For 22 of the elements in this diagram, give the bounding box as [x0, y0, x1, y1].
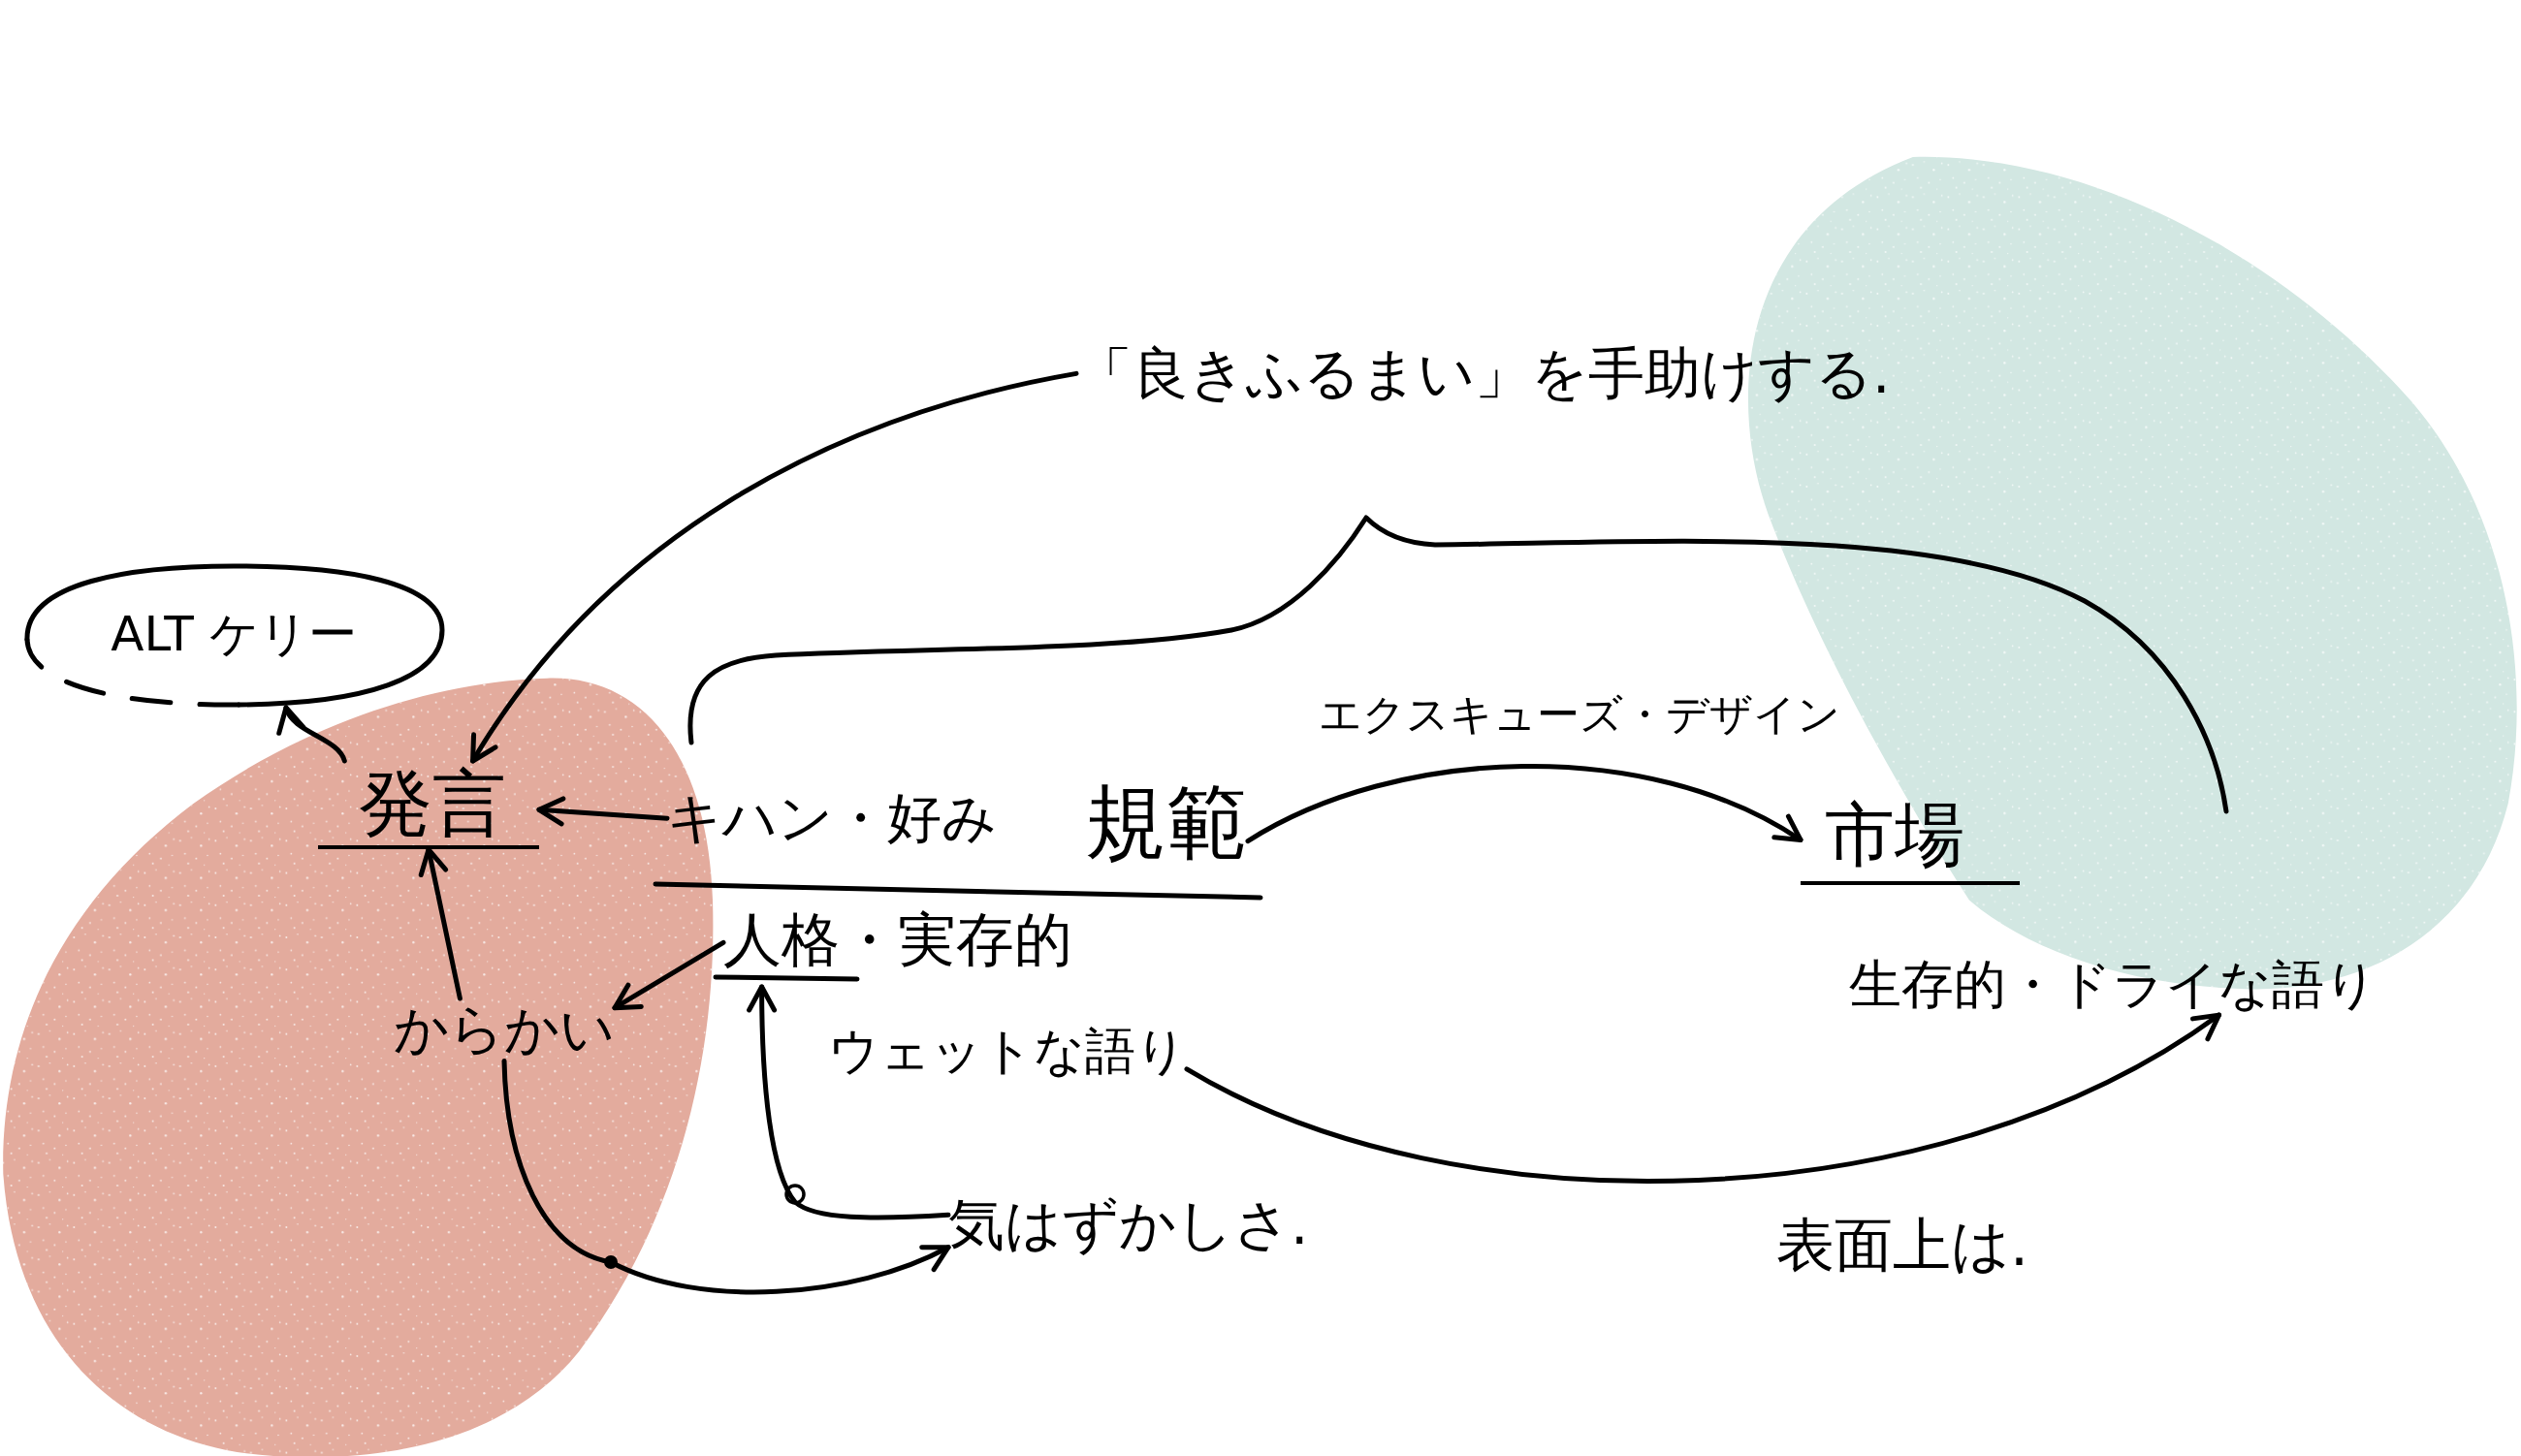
arrow — [418, 846, 463, 1001]
label-text: からかい — [394, 998, 615, 1061]
annotation-text: 「良きふるまい」を手助けする. — [1076, 341, 1891, 406]
label-text: 人格・実存的 — [723, 906, 1072, 987]
arrow — [747, 984, 951, 1220]
arrow — [1184, 1012, 2221, 1184]
arrow — [1245, 764, 1803, 844]
label-text: 気はずかしさ. — [948, 1192, 1309, 1257]
heading-text: 規範 — [1085, 775, 1248, 870]
label-text: 生存的・ドライな語り — [1849, 955, 2377, 1016]
arrow — [276, 705, 347, 764]
edge-label: 表面上は. — [1776, 1212, 2029, 1279]
underlined-heading: 発言 — [318, 761, 539, 850]
label-text: ウェットな語り — [828, 1023, 1187, 1081]
edge-label: エクスキューズ・デザイン — [1319, 690, 1840, 740]
arrow — [470, 370, 1079, 764]
arrow — [536, 796, 670, 827]
underlined-heading: 市場 — [1801, 795, 2020, 885]
oval-note: ALT ケリー — [16, 562, 452, 708]
arrow — [612, 939, 726, 1011]
label-text: キハン・好み — [667, 787, 997, 850]
arrow — [501, 1058, 951, 1295]
